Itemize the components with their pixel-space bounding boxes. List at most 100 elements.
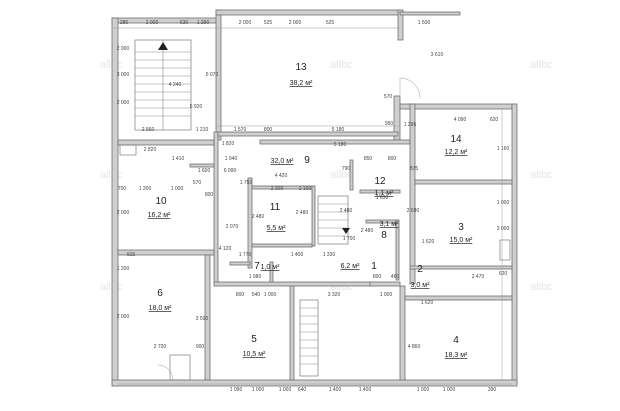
room-area: 18,0 м² bbox=[149, 305, 172, 312]
dimension-label: 2 480 bbox=[296, 210, 309, 216]
room-labels: 13 38,2 м² 14 12,2 м² 9 32,0 м² 12 1,1 м… bbox=[148, 62, 473, 359]
dimension-label: 280 bbox=[120, 20, 129, 26]
dimension-label: 1 500 bbox=[418, 20, 431, 26]
dimension-label: 5 180 bbox=[334, 142, 347, 148]
dimension-label: 2 070 bbox=[226, 224, 239, 230]
staircase-middle bbox=[299, 195, 350, 377]
room-number: 12 bbox=[374, 176, 386, 187]
room-number: 10 bbox=[155, 196, 167, 207]
dimension-label: 2 000 bbox=[239, 20, 252, 26]
dimension-label: 1 000 bbox=[264, 292, 277, 298]
dimension-label: 2 480 bbox=[361, 228, 374, 234]
dimension-label: 790 bbox=[342, 166, 351, 172]
dimension-label: 1 295 bbox=[404, 122, 417, 128]
watermark: allbc bbox=[530, 281, 553, 293]
room-area: 10,5 м² bbox=[243, 351, 266, 358]
doors bbox=[119, 77, 511, 381]
interior-walls bbox=[117, 103, 513, 381]
dimension-label: 2 820 bbox=[144, 147, 157, 153]
room-area: 6,2 м² bbox=[341, 263, 360, 270]
room-area: 12,2 м² bbox=[445, 149, 468, 156]
dimension-label: 1 000 bbox=[380, 292, 393, 298]
room-area: 32,0 м² bbox=[271, 158, 294, 165]
dimension-label: 570 bbox=[384, 94, 393, 100]
dimension-label: 5 920 bbox=[190, 104, 203, 110]
dimension-label: 4 420 bbox=[275, 173, 288, 179]
room-number: 4 bbox=[453, 335, 459, 346]
dimension-label: 915 bbox=[127, 252, 136, 258]
dimension-label: 540 bbox=[252, 292, 261, 298]
dimension-label: 1 980 bbox=[249, 274, 262, 280]
room-number: 14 bbox=[450, 134, 462, 145]
dimension-label: 1 400 bbox=[329, 387, 342, 393]
dimension-label: 525 bbox=[326, 20, 335, 26]
dimension-label: 2 100 bbox=[299, 186, 312, 192]
dimension-label: 800 bbox=[236, 292, 245, 298]
dimension-label: 620 bbox=[490, 117, 499, 123]
dimension-label: 2 000 bbox=[117, 314, 130, 320]
dimension-label: 1 940 bbox=[225, 156, 238, 162]
dimension-label: 3 320 bbox=[328, 292, 341, 298]
outer-walls bbox=[111, 9, 518, 387]
room-number: 1 bbox=[371, 261, 377, 272]
dimension-label: 1 000 bbox=[497, 200, 510, 206]
dimension-label: 1 570 bbox=[234, 127, 247, 133]
dimension-label: 390 bbox=[488, 387, 497, 393]
room-number: 8 bbox=[381, 230, 387, 241]
dimension-label: 1 820 bbox=[222, 141, 235, 147]
dimension-labels: 280 2 000 630 1 290 2 000 525 2 000 525 … bbox=[117, 20, 510, 393]
dimension-label: 1 620 bbox=[422, 239, 435, 245]
dimension-label: 2 470 bbox=[472, 274, 485, 280]
dimension-label: 1 700 bbox=[343, 236, 356, 242]
room-area: 38,2 м² bbox=[290, 80, 313, 87]
dimension-label: 700 bbox=[118, 186, 127, 192]
room-number: 11 bbox=[270, 202, 281, 213]
dimension-label: 800 bbox=[373, 274, 382, 280]
room-area: 3,0 м² bbox=[411, 282, 430, 289]
dimension-label: 1 410 bbox=[172, 156, 185, 162]
dimension-label: 950 bbox=[385, 121, 394, 127]
dimension-label: 1 330 bbox=[323, 252, 336, 258]
dimension-label: 2 480 bbox=[340, 208, 353, 214]
dimension-label: 1 000 bbox=[417, 387, 430, 393]
dimension-label: 1 000 bbox=[279, 387, 292, 393]
dimension-label: 1 000 bbox=[443, 387, 456, 393]
dimension-label: 1 600 bbox=[198, 168, 211, 174]
watermark: allbc bbox=[530, 59, 553, 71]
dimension-label: 2 480 bbox=[252, 214, 265, 220]
dimension-label: 800 bbox=[264, 127, 273, 133]
dimension-label: 2 200 bbox=[271, 186, 284, 192]
dimension-label: 640 bbox=[298, 387, 307, 393]
room-number: 7 bbox=[254, 261, 260, 272]
room-area: 18,3 м² bbox=[445, 352, 468, 359]
dimension-label: 1 620 bbox=[421, 300, 434, 306]
dimension-label: 5 180 bbox=[332, 127, 345, 133]
dimension-label: 2 690 bbox=[407, 208, 420, 214]
dimension-lines bbox=[112, 27, 512, 385]
dimension-label: 2 000 bbox=[146, 20, 159, 26]
room-number: 9 bbox=[304, 155, 310, 166]
dimension-label: 6 090 bbox=[224, 168, 237, 174]
dimension-label: 1 400 bbox=[359, 387, 372, 393]
dimension-label: 1 290 bbox=[197, 20, 210, 26]
dimension-label: 1 200 bbox=[139, 186, 152, 192]
watermark: allbc bbox=[330, 169, 353, 181]
watermark: allbc bbox=[330, 59, 353, 71]
dimension-label: 900 bbox=[196, 344, 205, 350]
dimension-label: 1 160 bbox=[497, 146, 510, 152]
watermark: allbc bbox=[530, 169, 553, 181]
dimension-label: 2 000 bbox=[117, 46, 130, 52]
dimension-label: 620 bbox=[499, 271, 508, 277]
room-area: 3,1 м² bbox=[380, 221, 399, 228]
dimension-label: 4 090 bbox=[454, 117, 467, 123]
room-number: 2 bbox=[417, 264, 423, 275]
dimension-label: 1 400 bbox=[291, 252, 304, 258]
dimension-label: 1 750 bbox=[240, 180, 253, 186]
watermark: allbc bbox=[100, 281, 123, 293]
watermark: allbc bbox=[100, 169, 123, 181]
room-area: 1,0 м² bbox=[261, 264, 280, 271]
room-number: 13 bbox=[295, 62, 307, 73]
dimension-label: 875 bbox=[410, 166, 419, 172]
watermark: allbc bbox=[100, 59, 123, 71]
